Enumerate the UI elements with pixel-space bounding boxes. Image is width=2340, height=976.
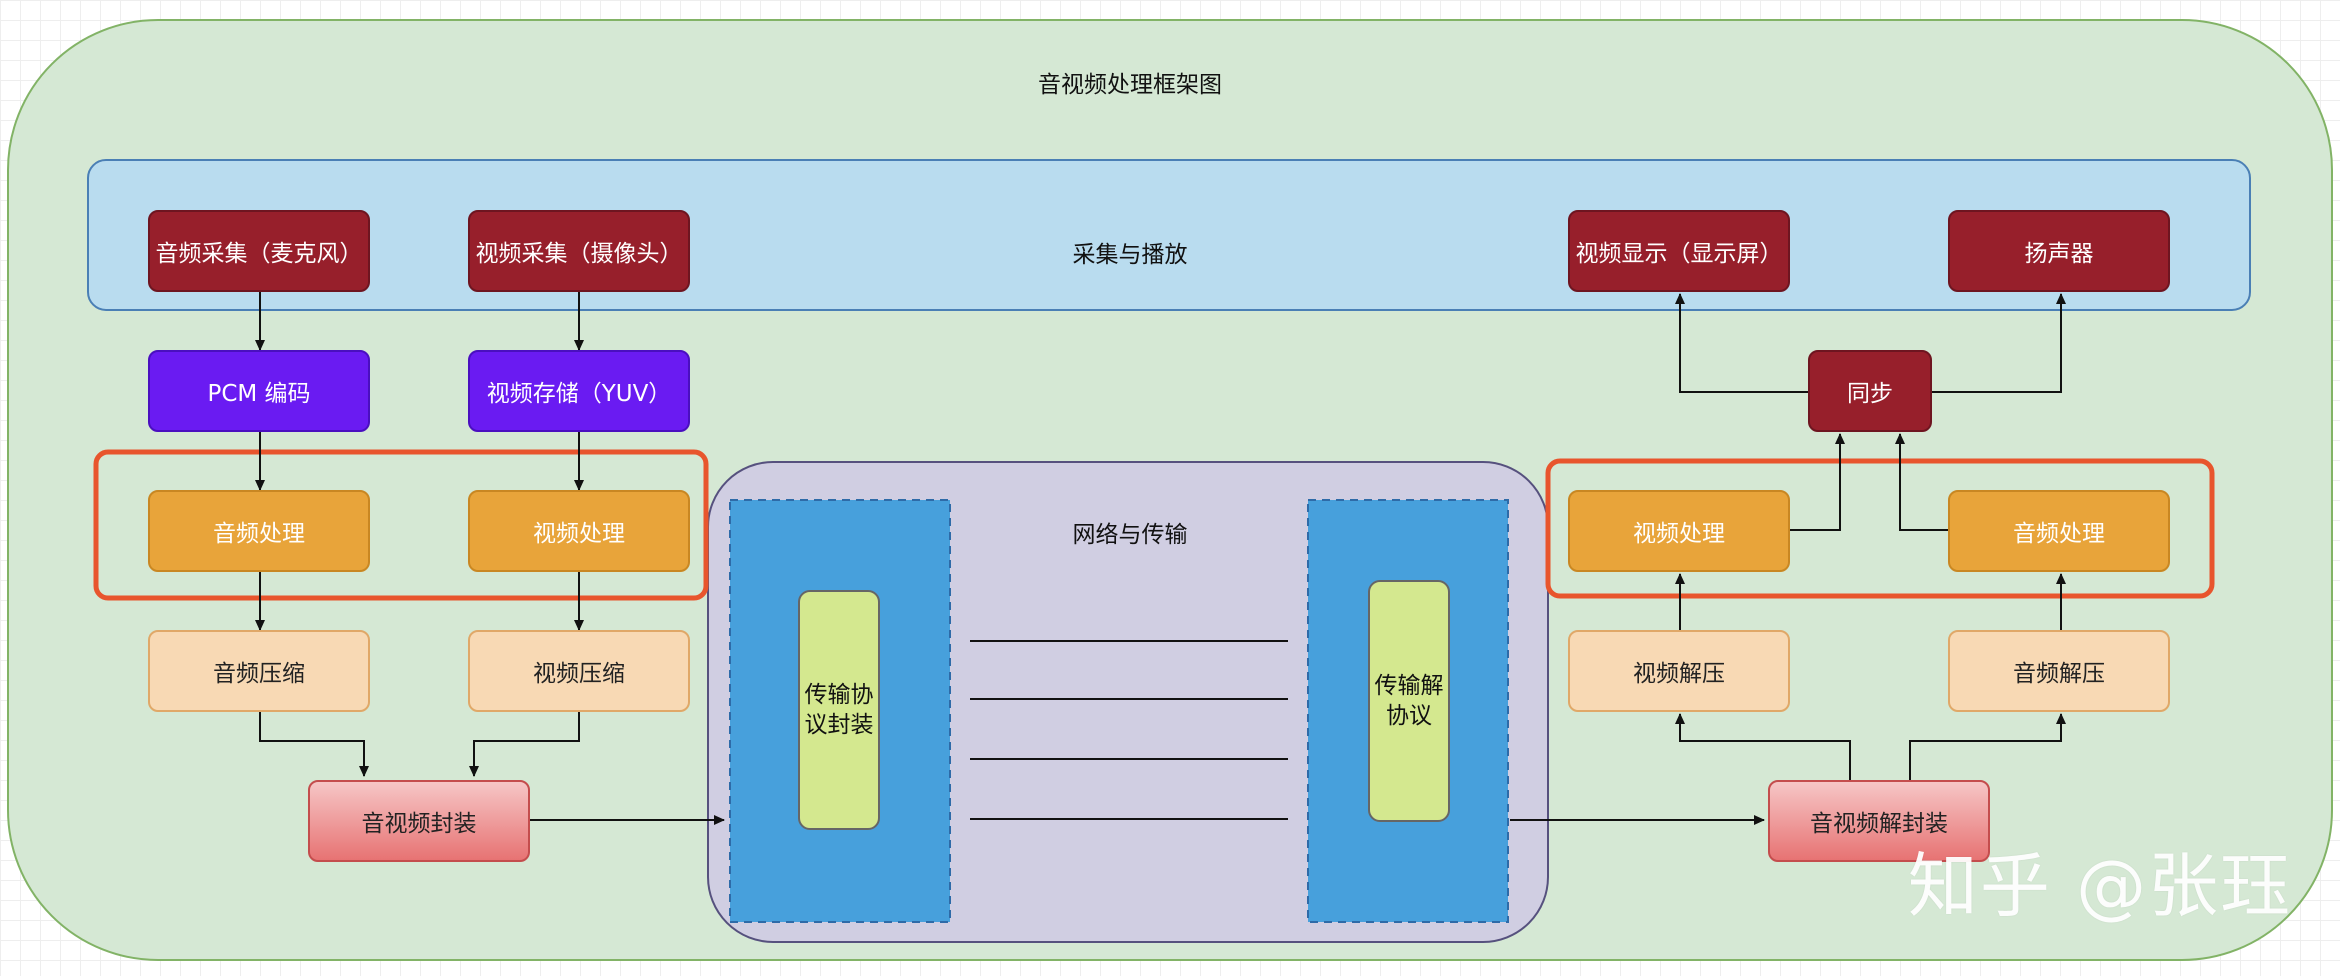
arrow-audio-proc-to-sync [1895,433,1948,531]
video-store-node: 视频存储（YUV） [468,350,690,432]
audio-compress-node: 音频压缩 [148,630,370,712]
transport-pack-node: 传输协议封装 [798,590,880,830]
sync-node: 同步 [1808,350,1932,432]
speaker-node: 扬声器 [1948,210,2170,292]
video-capture-node: 视频采集（摄像头） [468,210,690,292]
av-demux-node: 音视频解封装 [1768,780,1990,862]
audio-capture-node: 音频采集（麦克风） [148,210,370,292]
pcm-encode-node: PCM 编码 [148,350,370,432]
video-compress-node: 视频压缩 [468,630,690,712]
audio-processing-node: 音频处理 [148,490,370,572]
audio-processing-receive-node: 音频处理 [1948,490,2170,572]
watermark: 知乎 @张珏 [1907,844,2293,927]
video-display-node: 视频显示（显示屏） [1568,210,1790,292]
arrow-sync-to-video-display [1675,293,1810,393]
video-processing-receive-node: 视频处理 [1568,490,1790,572]
diagram-title: 音视频处理框架图 [1038,72,1222,98]
av-mux-node: 音视频封装 [308,780,530,862]
arrow-demux-to-video-decompress [1675,713,1851,780]
video-processing-node: 视频处理 [468,490,690,572]
arrow-sync-to-speaker [1930,293,2066,393]
video-decompress-node: 视频解压 [1568,630,1790,712]
network-label: 网络与传输 [1072,522,1188,548]
transport-unpack-node: 传输解协议 [1368,580,1450,822]
arrow-video-proc-to-sync [1790,433,1845,531]
arrow-demux-to-audio-decompress [1909,713,2066,780]
arrow-audio-compress-to-mux [259,712,369,777]
arrow-video-compress-to-mux [469,712,580,777]
capture-band-label: 采集与播放 [1072,242,1188,268]
audio-decompress-node: 音频解压 [1948,630,2170,712]
